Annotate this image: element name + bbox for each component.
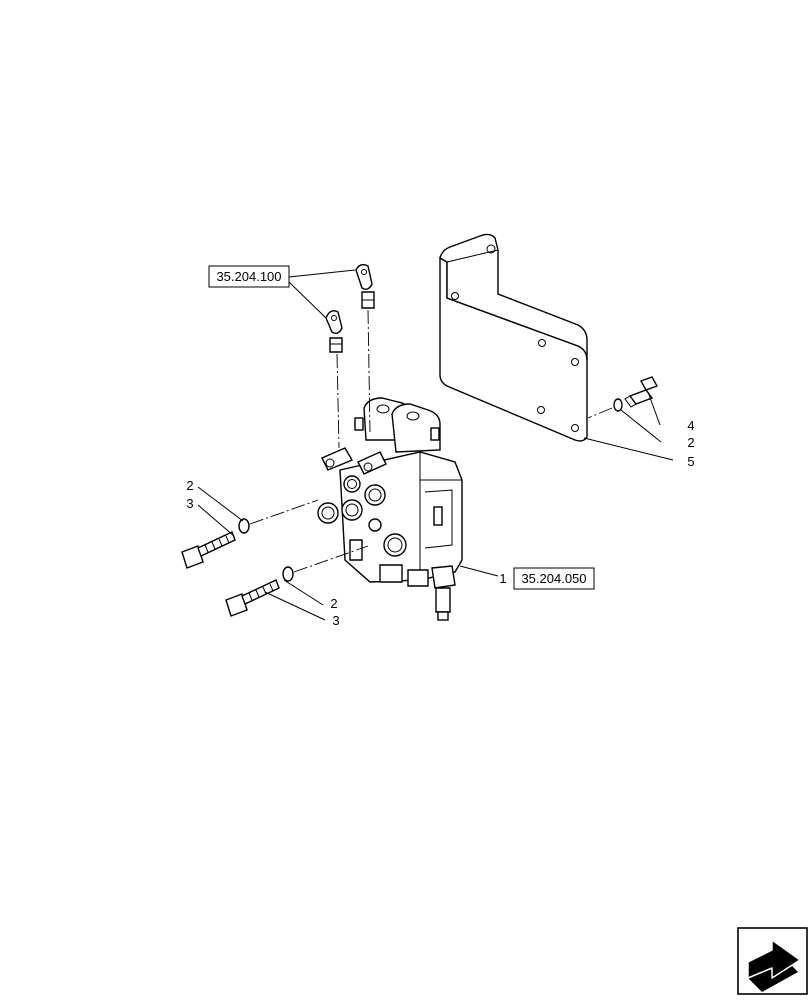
- callout-washer-lower-left: 2: [330, 596, 337, 611]
- bolt-lower-left: [225, 579, 280, 617]
- ref-top-label: 35.204.100: [216, 269, 281, 284]
- callout-bolt-right: 4: [687, 418, 694, 433]
- next-page-arrow-icon[interactable]: [737, 927, 808, 995]
- ref-box-valve[interactable]: 35.204.050: [513, 567, 595, 590]
- callout-bolt-lower-left: 3: [332, 613, 339, 628]
- callout-washer-upper-left: 2: [186, 478, 193, 493]
- washer-upper-left: [238, 518, 250, 534]
- bolt-upper-left: [181, 531, 236, 569]
- callout-bolt-upper-left: 3: [186, 496, 193, 511]
- washer-lower-left: [282, 566, 294, 582]
- washer-right: [613, 398, 623, 412]
- ref-box-top[interactable]: 35.204.100: [208, 265, 290, 288]
- lever-link-left: [325, 310, 343, 353]
- mounting-bracket: [439, 233, 588, 442]
- control-valve: [317, 397, 463, 621]
- bolt-right: [624, 376, 659, 408]
- ref-valve-label: 35.204.050: [521, 571, 586, 586]
- leader-lines: [197, 269, 674, 621]
- callout-valve: 1: [499, 571, 506, 586]
- lever-link-right: [355, 263, 375, 309]
- callout-washer-right: 2: [687, 435, 694, 450]
- valve-ports: [317, 475, 407, 557]
- callout-bracket: 5: [687, 454, 694, 469]
